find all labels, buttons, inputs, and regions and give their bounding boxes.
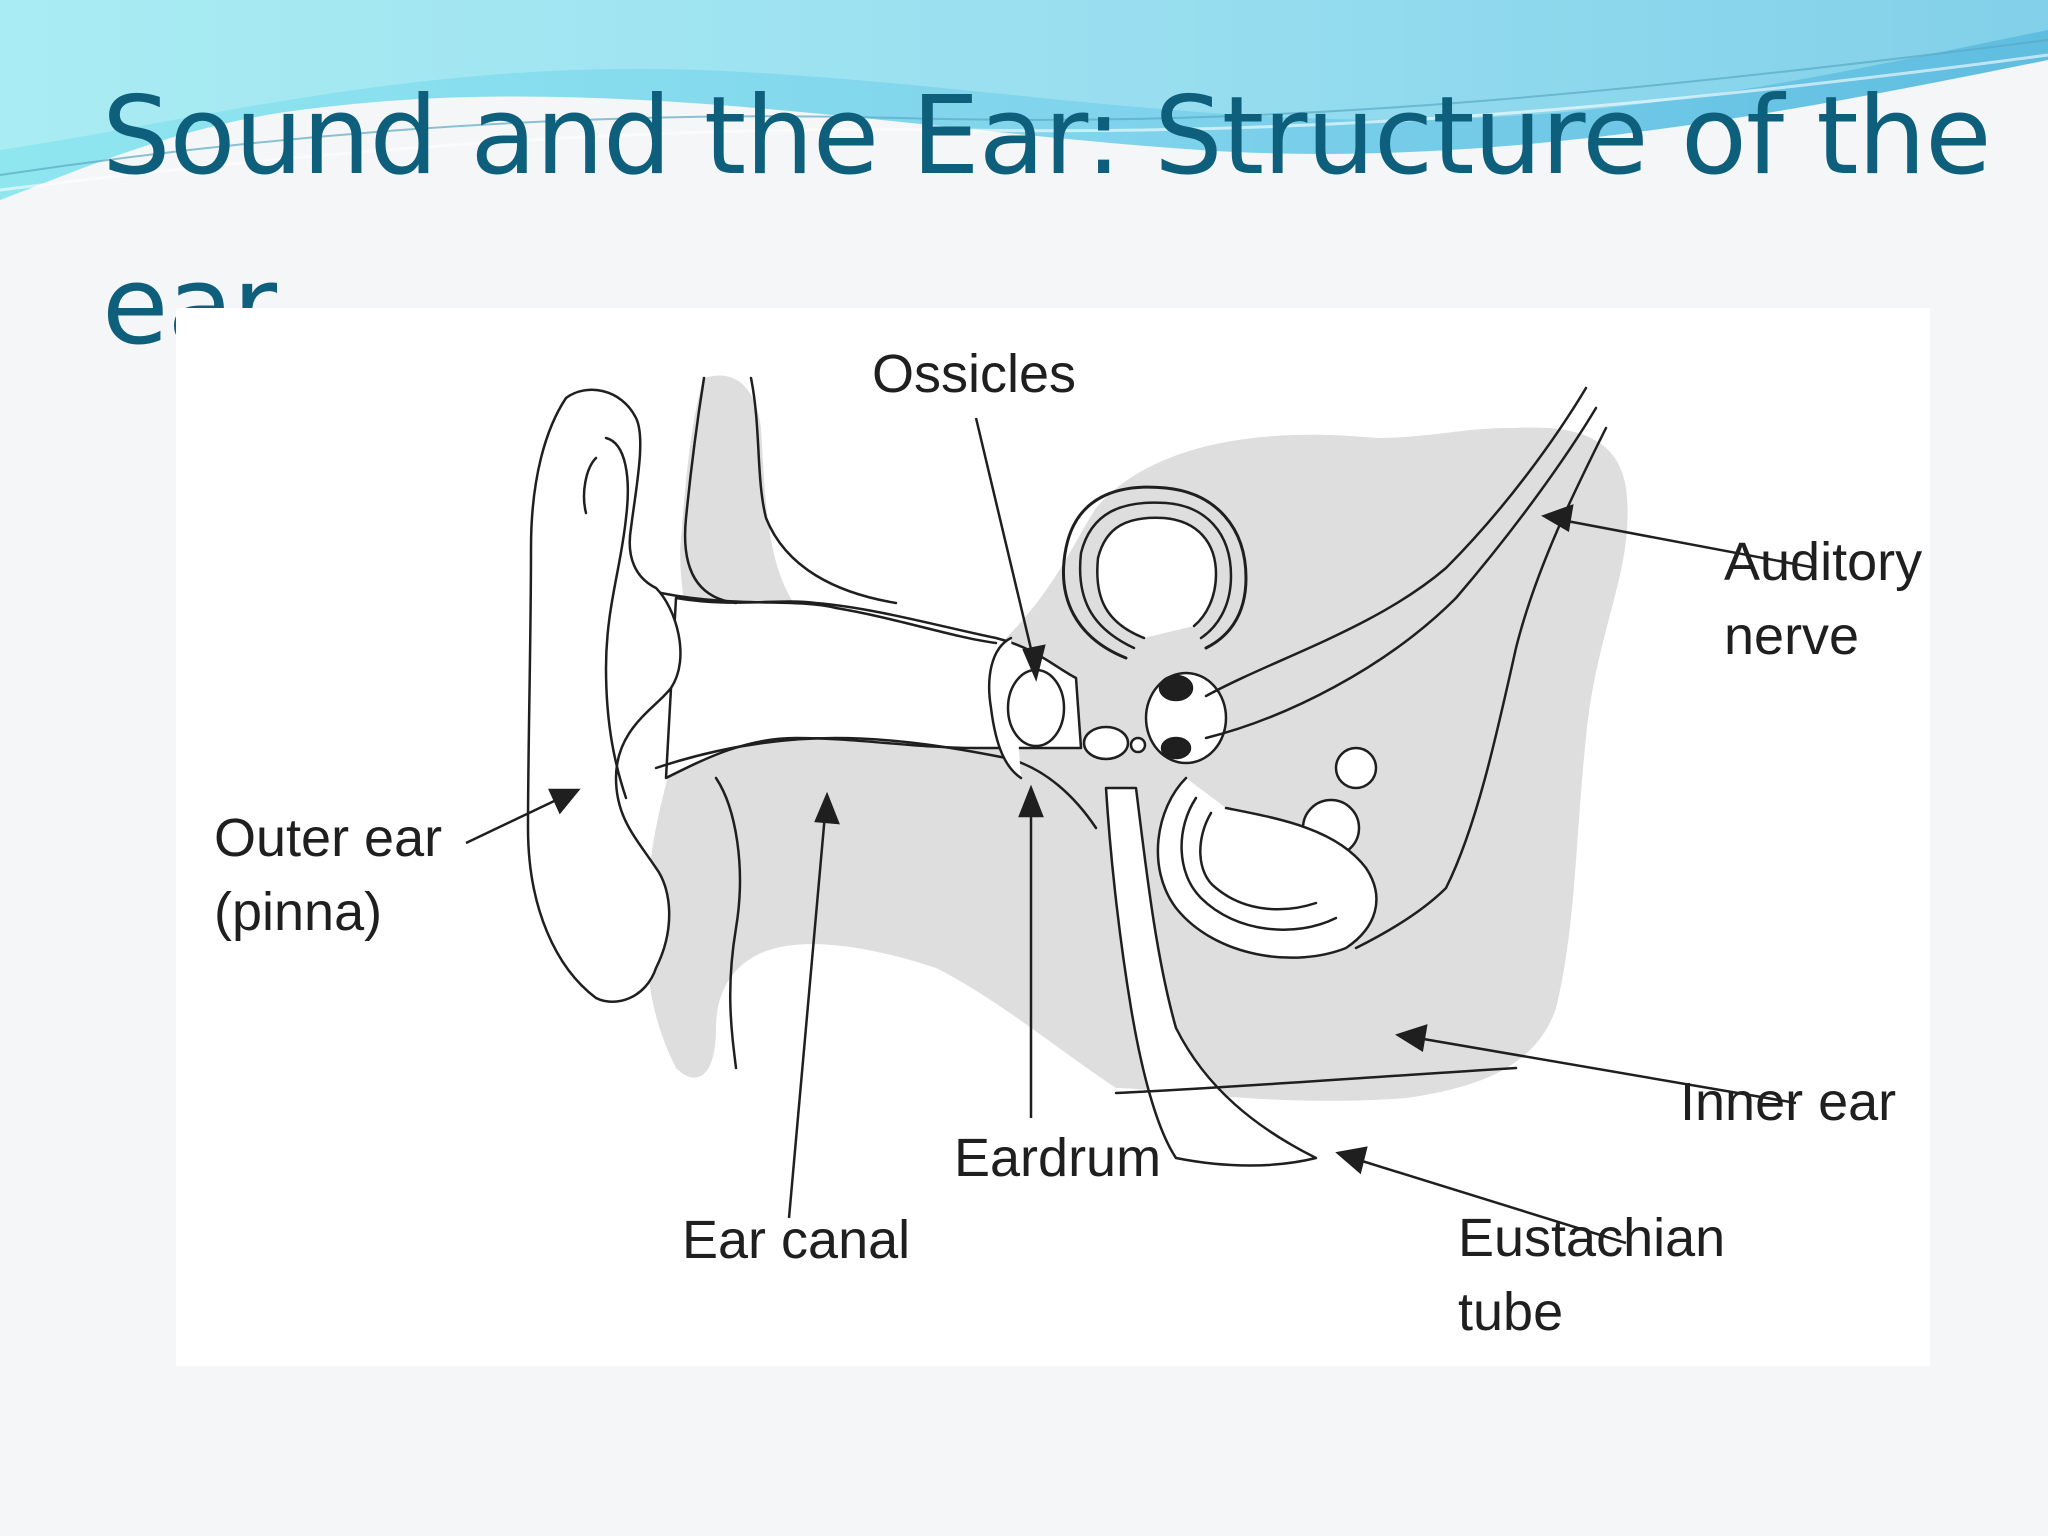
label-eustachian-line2: tube: [1458, 1282, 1563, 1342]
semicircular-canal-outer: [1062, 485, 1248, 660]
oval-window: [1158, 674, 1194, 702]
canal-wall-bottom: [654, 736, 1098, 830]
arrow-ossicles: [974, 417, 1038, 671]
arrowhead-eardrum: [1018, 784, 1044, 818]
semicircular-canal-inner: [1096, 516, 1218, 640]
arrow-eustachian-tube: [1345, 1154, 1627, 1245]
label-ear-canal: Ear canal: [682, 1210, 910, 1270]
label-inner-ear: Inner ear: [1680, 1072, 1896, 1132]
arrowhead-auditory-nerve: [1541, 504, 1574, 532]
label-auditory-nerve-line1: Auditory: [1724, 532, 1922, 592]
pinna-helix-detail: [582, 456, 598, 515]
label-auditory-nerve-line2: nerve: [1724, 606, 1859, 666]
wave-line-2: [0, 53, 2048, 192]
label-eustachian-line1: Eustachian: [1458, 1208, 1725, 1268]
arrowhead-eustachian-tube: [1335, 1146, 1368, 1175]
ossicle-stirrup: [1129, 736, 1147, 754]
ossicle-anvil: [1082, 725, 1130, 761]
auditory-nerve-fibers-2: [1204, 406, 1598, 740]
ear-diagram: Ossicles Auditory nerve Outer ear (pinna…: [176, 308, 1930, 1366]
wave-front: [0, 0, 2048, 150]
wave-line-1: [0, 39, 2048, 176]
arrow-outer-ear: [465, 791, 572, 845]
cochlea-inner-1: [1180, 796, 1338, 931]
arrowhead-ossicles: [1022, 644, 1046, 682]
arrowhead-outer-ear: [548, 788, 581, 815]
cochlea-inner-2: [1199, 811, 1318, 911]
pinna-shape: [526, 388, 682, 1003]
arrow-inner-ear: [1405, 1034, 1797, 1105]
label-ossicles: Ossicles: [872, 344, 1076, 404]
bone-base-line: [1114, 1066, 1518, 1095]
skull-line-2: [749, 376, 898, 605]
eardrum-shape: [987, 636, 1023, 780]
cochlea-outer: [1156, 776, 1378, 959]
header-wave-banner: [0, 0, 2048, 200]
semicircular-canal-mid: [1078, 501, 1233, 650]
label-outer-ear-line1: Outer ear: [214, 808, 442, 868]
lower-jaw-line: [714, 776, 742, 1070]
arrowhead-ear-canal: [814, 791, 840, 825]
pinna-inner-fold: [604, 436, 630, 800]
label-outer-ear-line2: (pinna): [214, 882, 382, 942]
arrow-auditory-nerve: [1550, 516, 1817, 570]
round-window: [1160, 736, 1192, 760]
eustachian-tube-shape: [1104, 786, 1318, 1167]
skull-line: [683, 376, 738, 605]
vestibular-circle-1: [1334, 746, 1378, 790]
label-eardrum: Eardrum: [954, 1128, 1161, 1188]
arrow-ear-canal: [787, 802, 828, 1219]
ear-diagram-svg: Ossicles Auditory nerve Outer ear (pinna…: [214, 344, 1922, 1342]
auditory-nerve-fibers-1: [1204, 386, 1588, 698]
ear-canal-shape: [664, 596, 1083, 780]
arrowhead-inner-ear: [1395, 1024, 1428, 1053]
ossicle-hammer: [1006, 668, 1066, 748]
